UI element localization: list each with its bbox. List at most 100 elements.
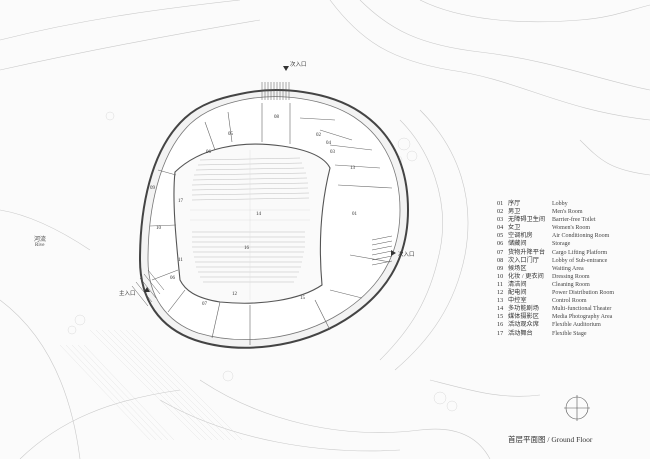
legend-name-cn: 序厅 (508, 200, 521, 207)
legend-name-cn: 配电间 (508, 289, 527, 297)
room-tag-12: 12 (232, 292, 237, 297)
legend-name-en: Media Photography Area (552, 314, 613, 321)
river-label-cn: 河流 (34, 237, 47, 243)
legend-name-cn: 候场区 (508, 264, 527, 272)
legend-row: 03 无障碍卫生间 Barrier-free Toilet (497, 216, 647, 224)
room-tag-02: 02 (316, 133, 321, 138)
legend-name-en: Women's Room (552, 225, 591, 232)
legend-name-en: Dressing Room (552, 273, 590, 280)
legend-name-cn: 次入口门厅 (508, 256, 539, 264)
legend-row: 17 活动舞台 Flexible Stage (497, 330, 647, 338)
legend-row: 13 中控室 Control Room (497, 297, 647, 305)
legend-row: 14 多功能剧场 Multi-functional Theater (497, 305, 647, 313)
legend-row: 04 女卫 Women's Room (497, 224, 647, 232)
legend-name-cn: 女卫 (508, 224, 521, 232)
entry-label-right: 次入口 (398, 252, 415, 258)
room-tag-16: 16 (244, 246, 249, 251)
legend-name-cn: 活动舞台 (508, 329, 533, 337)
legend-number: 14 (497, 305, 504, 313)
legend-row: 02 男卫 Men's Room (497, 208, 647, 216)
legend-row: 06 储藏间 Storage (497, 240, 647, 248)
legend-name-en: Control Room (552, 298, 587, 305)
legend-name-en: Cleaning Room (552, 281, 590, 288)
legend-number: 11 (497, 280, 503, 288)
entry-label-left: 主入口 (119, 291, 136, 297)
room-tag-14: 14 (256, 212, 261, 217)
legend-name-en: Cargo Lifting Platform (552, 249, 608, 256)
drawing-caption: 首层平面图 / Ground Floor (508, 435, 593, 444)
legend-number: 16 (497, 321, 504, 329)
room-tag-05: 05 (228, 132, 233, 137)
legend-name-en: Lobby (552, 201, 568, 207)
legend-number: 02 (497, 208, 504, 216)
room-tag-10: 10 (156, 226, 161, 231)
legend-name-cn: 无障碍卫生间 (508, 216, 546, 224)
legend-row: 09 候场区 Waiting Area (497, 265, 647, 273)
legend-name-en: Barrier-free Toilet (552, 217, 596, 224)
legend-name-en: Power Distribution Room (552, 290, 615, 297)
legend-number: 05 (497, 232, 504, 240)
north-arrow-icon (564, 395, 590, 421)
legend-name-en: Storage (552, 241, 571, 248)
entry-arrows (144, 66, 396, 292)
legend-name-cn: 男卫 (508, 208, 521, 216)
legend-name-cn: 储藏间 (508, 240, 527, 248)
legend-number: 15 (497, 313, 504, 321)
legend-name-en: Air Conditioning Room (552, 233, 610, 240)
room-tag-08: 08 (274, 115, 279, 120)
legend-name-en: Men's Room (552, 209, 583, 216)
legend-number: 06 (497, 240, 504, 248)
legend-name-cn: 多功能剧场 (508, 305, 539, 313)
legend-name-cn: 货物升降平台 (508, 248, 546, 256)
room-tag-07: 07 (202, 302, 207, 307)
legend-number: 04 (497, 224, 504, 232)
legend-name-cn: 空调机房 (508, 232, 533, 240)
legend-name-en: Flexible Auditorium (552, 322, 601, 329)
room-tag-03: 03 (330, 150, 335, 155)
room-tag-15: 15 (300, 296, 305, 301)
entry-label-top: 次入口 (290, 62, 307, 68)
legend-row: 11 清洁间 Cleaning Room (497, 281, 647, 289)
legend-number: 13 (497, 297, 504, 305)
room-tag-01: 01 (352, 212, 357, 217)
legend-name-cn: 清洁间 (508, 280, 527, 288)
legend-name-cn: 活动观众席 (508, 321, 539, 329)
legend-row: 15 媒体摄影区 Media Photography Area (497, 313, 647, 321)
legend-number: 07 (497, 248, 504, 256)
river-label-en: Rive (35, 243, 45, 248)
legend-name-cn: 化妆 / 更衣间 (508, 272, 544, 280)
auditorium-wall (173, 143, 331, 304)
legend-name-en: Waiting Area (552, 265, 584, 272)
legend-number: 03 (497, 216, 504, 224)
legend-row: 08 次入口门厅 Lobby of Sub-entrance (497, 257, 647, 265)
legend-number: 09 (497, 264, 504, 272)
legend-number: 12 (497, 289, 504, 297)
room-tag-17: 17 (178, 199, 183, 204)
room-partitions (149, 103, 393, 345)
legend-name-en: Multi-functional Theater (552, 306, 612, 313)
room-tag-09: 09 (150, 186, 155, 191)
legend-row: 07 货物升降平台 Cargo Lifting Platform (497, 249, 647, 257)
legend-name-cn: 中控室 (508, 297, 527, 305)
stage-grid (190, 150, 310, 300)
room-tag-04: 04 (326, 141, 331, 146)
room-tag-06b: 06 (170, 276, 175, 281)
legend-row: 05 空调机房 Air Conditioning Room (497, 232, 647, 240)
ground-hatch (59, 329, 243, 441)
legend-number: 17 (497, 329, 504, 337)
room-tag-06a: 06 (206, 150, 211, 155)
room-tag-13: 13 (350, 166, 355, 171)
room-tag-11: 11 (178, 258, 183, 263)
legend-row: 16 活动观众席 Flexible Auditorium (497, 321, 647, 329)
legend-name-en: Flexible Stage (552, 330, 587, 337)
legend-name-cn: 媒体摄影区 (508, 313, 539, 321)
legend-number: 08 (497, 256, 504, 264)
legend-name-en: Lobby of Sub-entrance (552, 257, 608, 264)
entrance-stairs (131, 82, 393, 307)
